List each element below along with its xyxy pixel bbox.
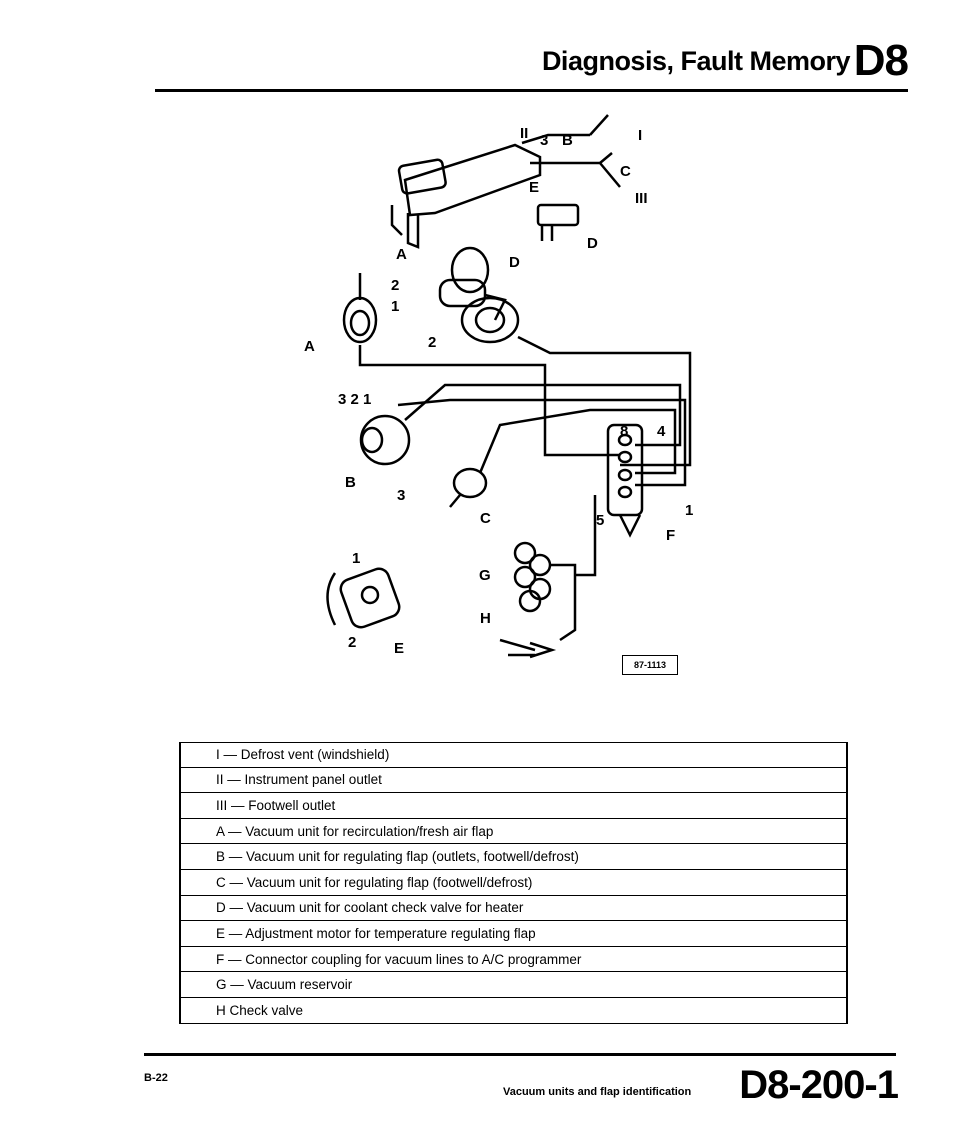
label-B: B [345, 474, 356, 491]
label-A: A [304, 338, 315, 355]
connector-coupling [606, 423, 644, 517]
page-header-code: D8 [853, 36, 909, 85]
label-H: H [480, 610, 491, 627]
label-B-top: B [562, 132, 573, 149]
label-II: II [520, 125, 528, 142]
legend-row: III — Footwell outlet [181, 793, 846, 819]
label-2-D: 2 [428, 334, 436, 351]
label-D-top: D [587, 235, 598, 252]
legend-row: A — Vacuum unit for recirculation/fresh … [181, 819, 846, 845]
label-1-A: 1 [391, 298, 399, 315]
label-8: 8 [620, 423, 628, 440]
label-E-top: E [529, 179, 539, 196]
label-E: E [394, 640, 404, 657]
label-321: 3 2 1 [338, 391, 371, 408]
label-1-E: 1 [352, 550, 360, 567]
page-number: B-22 [144, 1072, 168, 1084]
legend-row: C — Vacuum unit for regulating flap (foo… [181, 870, 846, 896]
legend-row: F — Connector coupling for vacuum lines … [181, 947, 846, 973]
legend-row: G — Vacuum reservoir [181, 972, 846, 998]
legend-row: II — Instrument panel outlet [181, 768, 846, 794]
label-4: 4 [657, 423, 666, 440]
figure-number: 87-1113 [622, 655, 678, 675]
header-rule [155, 89, 908, 92]
footer-section-code: D8-200-1 [739, 1063, 899, 1107]
air-housing [403, 143, 542, 217]
label-D: D [509, 254, 520, 271]
label-5: 5 [596, 512, 604, 529]
label-32-C: 3 [397, 487, 405, 504]
label-G: G [479, 567, 491, 584]
label-3: 3 [540, 132, 548, 149]
label-C-top: C [620, 163, 631, 180]
legend-row: H Check valve [181, 998, 846, 1024]
label-2-A: 2 [391, 277, 399, 294]
label-III: III [635, 190, 648, 207]
label-I: I [638, 127, 642, 144]
footer-rule [144, 1053, 896, 1056]
legend-row: E — Adjustment motor for temperature reg… [181, 921, 846, 947]
label-A-top: A [396, 246, 407, 263]
legend-row: B — Vacuum unit for regulating flap (out… [181, 844, 846, 870]
legend-row: I — Defrost vent (windshield) [181, 742, 846, 768]
legend-row: D — Vacuum unit for coolant check valve … [181, 896, 846, 922]
label-F: F [666, 527, 675, 544]
page-header-title: Diagnosis, Fault Memory [541, 46, 851, 76]
label-2-E: 2 [348, 634, 356, 651]
legend-table: I — Defrost vent (windshield) II — Instr… [179, 742, 848, 1024]
label-C: C [480, 510, 491, 527]
vacuum-system-diagram: II 3 B I C III E D A D 2 1 A 2 3 2 1 B 3… [304, 114, 693, 659]
label-1-F: 1 [685, 502, 693, 519]
footer-caption: Vacuum units and flap identification [503, 1086, 692, 1098]
